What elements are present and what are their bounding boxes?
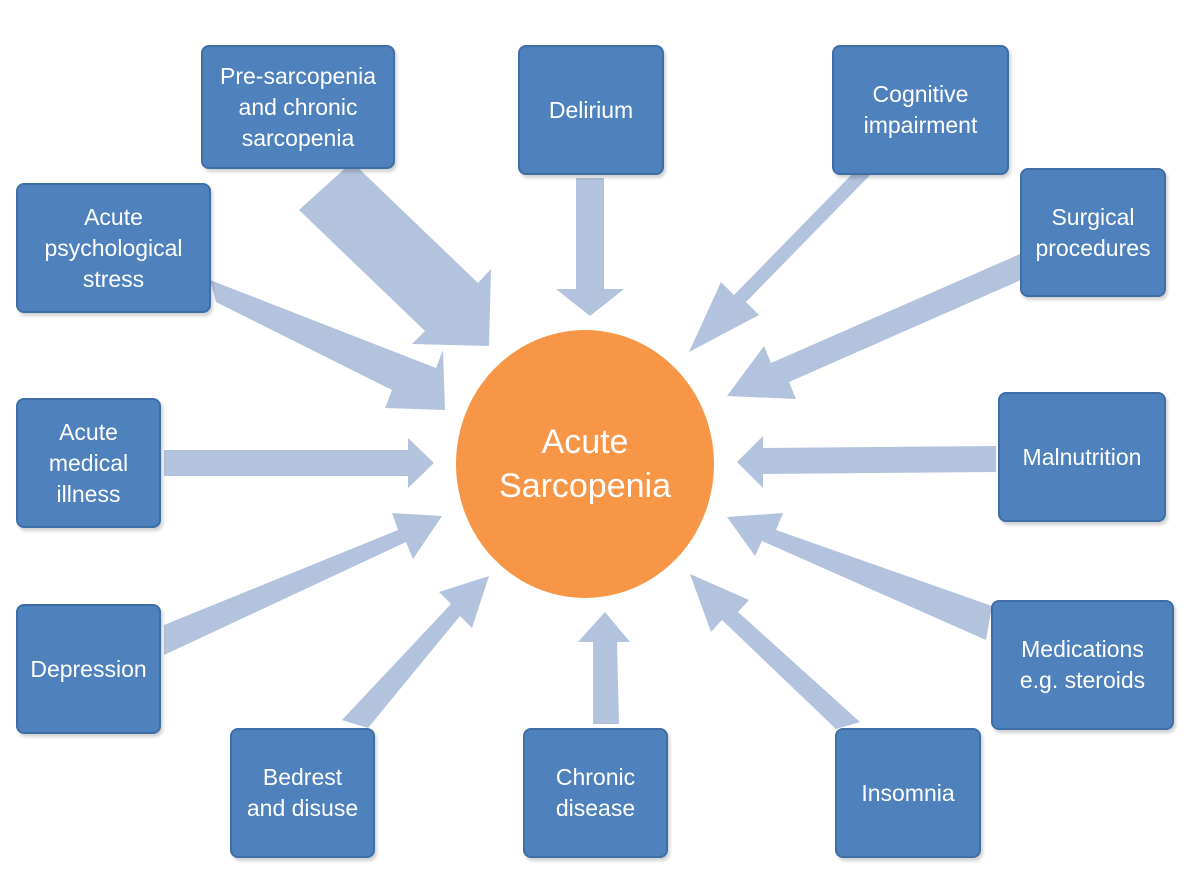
arrow-surgical — [727, 254, 1030, 399]
node-malnutrition: Malnutrition — [998, 392, 1166, 522]
node-medications: Medications e.g. steroids — [991, 600, 1174, 730]
arrow-bedrest — [342, 576, 489, 728]
node-bedrest: Bedrest and disuse — [230, 728, 375, 858]
node-depression: Depression — [16, 604, 161, 734]
node-presarcopenia: Pre-sarcopenia and chronic sarcopenia — [201, 45, 395, 169]
node-chronic-disease: Chronic disease — [523, 728, 668, 858]
arrow-delirium — [556, 178, 624, 316]
arrow-insomnia — [690, 574, 860, 729]
node-medical-illness: Acute medical illness — [16, 398, 161, 528]
node-surgical-procedures: Surgical procedures — [1020, 168, 1166, 297]
node-insomnia: Insomnia — [835, 728, 981, 858]
arrow-depression — [164, 513, 442, 655]
arrow-presarcopenia — [299, 162, 491, 346]
node-delirium: Delirium — [518, 45, 664, 175]
center-node-acute-sarcopenia: Acute Sarcopenia — [456, 330, 714, 598]
arrow-medications — [727, 513, 992, 640]
arrow-cognitive — [689, 163, 875, 352]
arrow-psych-stress — [210, 280, 445, 410]
arrow-chronic-disease — [578, 612, 630, 724]
arrow-medical-illness — [164, 438, 434, 488]
node-cognitive-impairment: Cognitive impairment — [832, 45, 1009, 175]
arrow-malnutrition — [737, 436, 996, 488]
node-psychological-stress: Acute psychological stress — [16, 183, 211, 313]
